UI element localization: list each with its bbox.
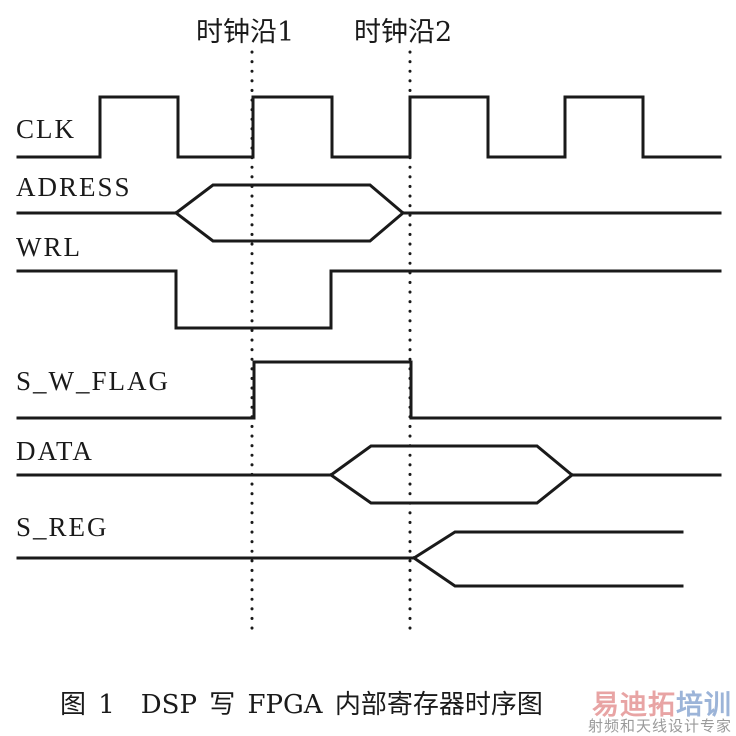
watermark-tagline: 射频和天线设计专家 <box>587 717 732 735</box>
clk-waveform <box>16 95 722 159</box>
signal-label-adress: ADRESS <box>16 172 132 202</box>
signal-label-wrl: WRL <box>16 232 82 262</box>
watermark: 易迪拓培训 射频和天线设计专家 <box>576 683 734 735</box>
s-w-flag-waveform <box>16 360 722 420</box>
signal-label-s-w-flag: S_W_FLAG <box>16 366 171 396</box>
watermark-brand-red: 易迪拓 <box>592 690 676 721</box>
figure-caption: 图 1 DSP 写 FPGA 内部寄存器时序图 <box>60 690 543 720</box>
data-waveform <box>16 444 722 505</box>
clock-edge-1-label: 时钟沿1 <box>196 17 295 48</box>
adress-waveform <box>16 183 722 243</box>
clock-edge-2-label: 时钟沿2 <box>354 17 453 48</box>
signal-label-clk: CLK <box>16 114 76 144</box>
signal-label-data: DATA <box>16 436 94 466</box>
watermark-brand: 易迪拓培训 <box>592 683 732 722</box>
wrl-waveform <box>16 269 722 330</box>
watermark-brand-blue: 培训 <box>676 690 732 721</box>
s-reg-waveform <box>16 530 684 588</box>
signal-label-s-reg: S_REG <box>16 512 109 542</box>
